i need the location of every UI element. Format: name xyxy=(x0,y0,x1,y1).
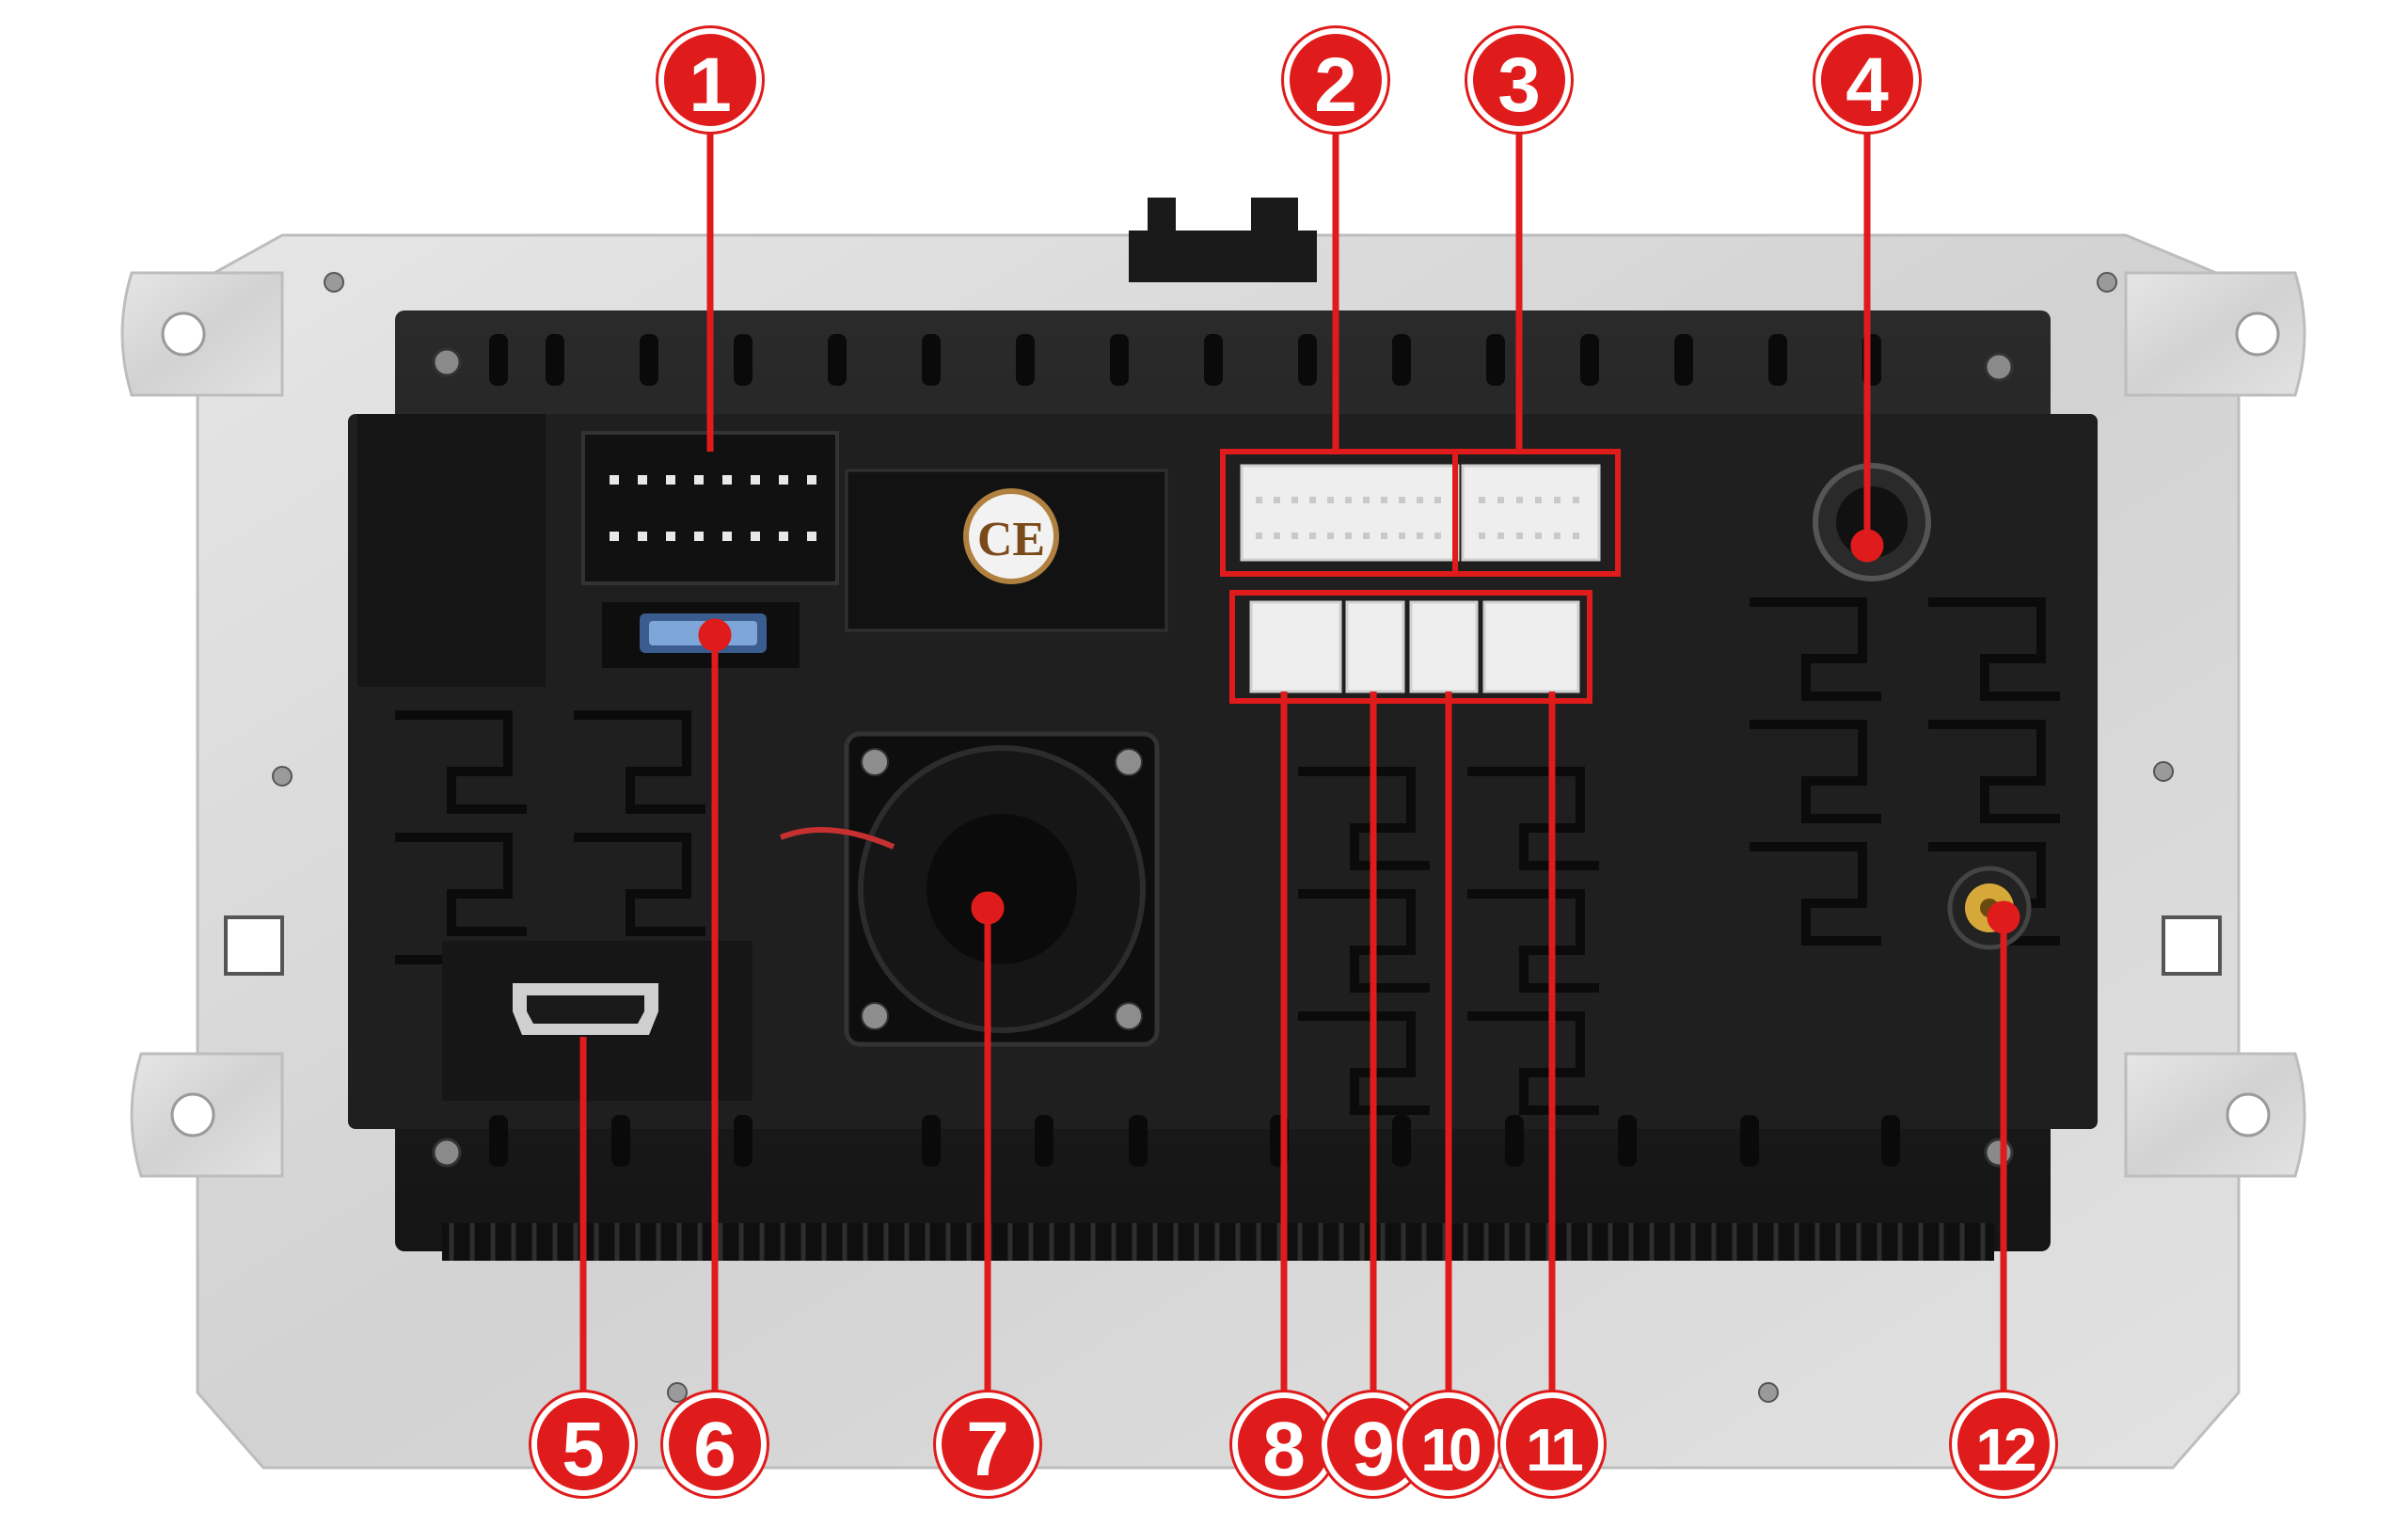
callout-1: 1 xyxy=(658,28,762,132)
callout-8: 8 xyxy=(1232,1392,1336,1496)
iso-connector[interactable] xyxy=(581,431,839,585)
leader-dot-4 xyxy=(1850,529,1884,563)
callout-3: 3 xyxy=(1467,28,1571,132)
port-8[interactable] xyxy=(1249,600,1342,693)
cooling-fan[interactable] xyxy=(779,731,1160,1047)
leader-dot-12 xyxy=(1987,900,2020,934)
callout-6: 6 xyxy=(663,1392,767,1496)
antenna-socket[interactable] xyxy=(1947,866,2032,950)
main-harness-port[interactable] xyxy=(1240,464,1460,562)
port-10[interactable] xyxy=(1409,600,1479,693)
hdmi-port[interactable] xyxy=(442,941,752,1101)
ce-plate: CE xyxy=(845,469,1168,632)
callout-12: 12 xyxy=(1952,1392,2055,1496)
leader-dot-6 xyxy=(698,618,732,652)
port-11[interactable] xyxy=(1482,600,1580,693)
callout-7: 7 xyxy=(936,1392,1039,1496)
callout-5: 5 xyxy=(531,1392,635,1496)
aux-harness-port[interactable] xyxy=(1461,464,1601,562)
callout-4: 4 xyxy=(1815,28,1919,132)
ce-mark: CE xyxy=(977,513,1045,566)
round-din-socket[interactable] xyxy=(1813,463,1931,581)
callout-2: 2 xyxy=(1284,28,1387,132)
callout-10: 10 xyxy=(1397,1392,1500,1496)
port-9[interactable] xyxy=(1345,600,1405,693)
callout-11: 11 xyxy=(1500,1392,1604,1496)
leader-dot-7 xyxy=(971,891,1005,925)
